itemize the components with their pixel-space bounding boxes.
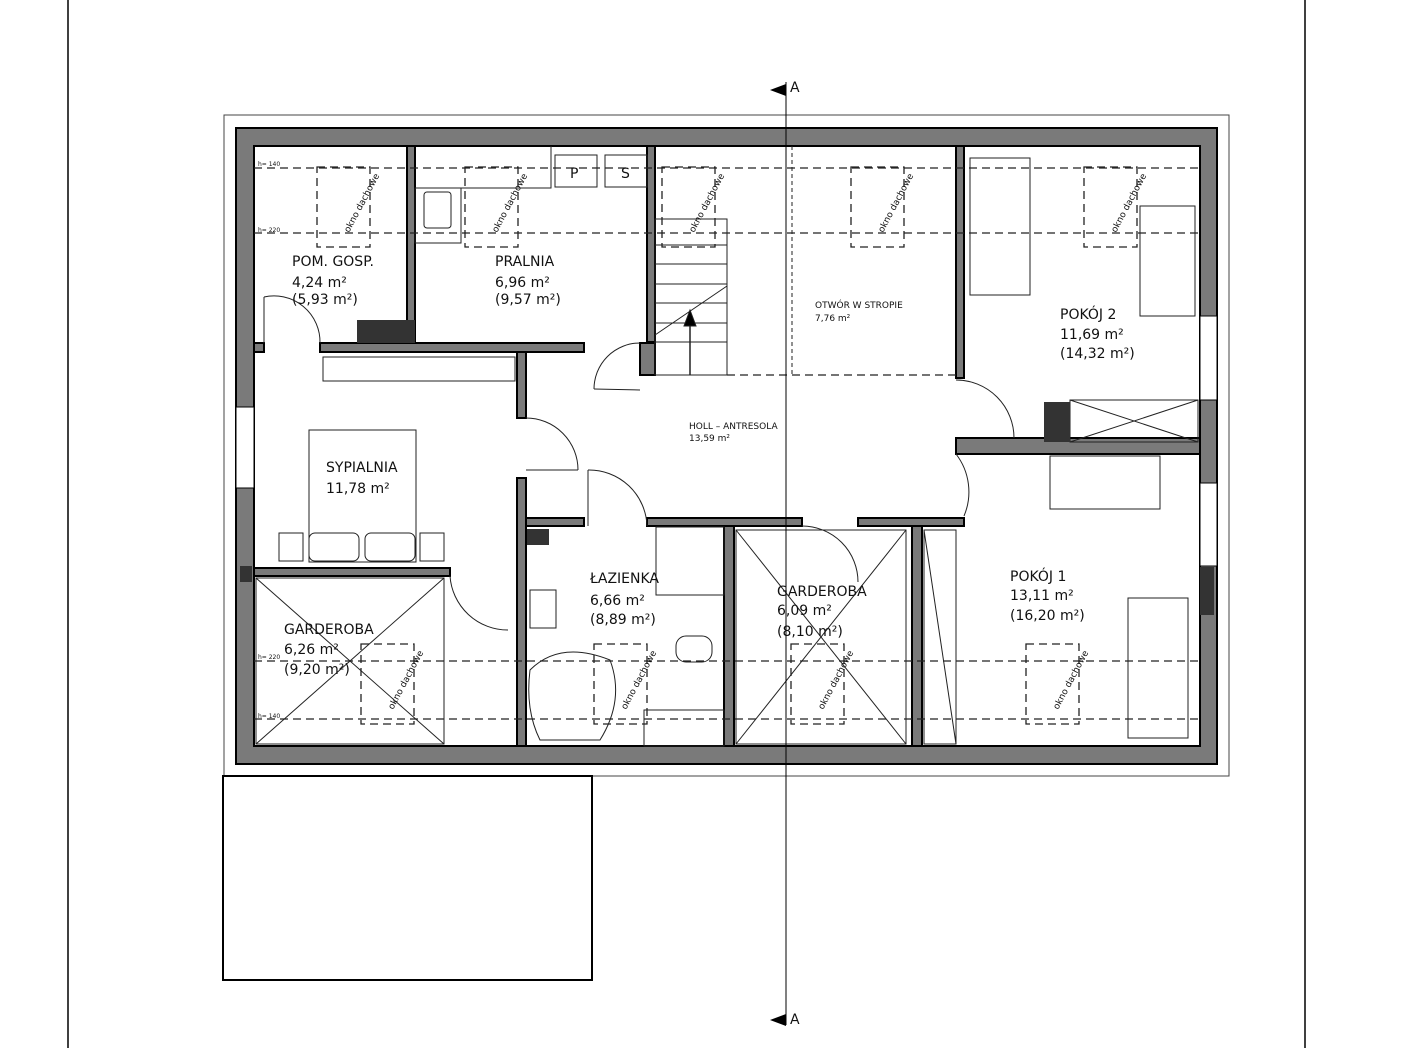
outer-walls bbox=[235, 127, 1218, 765]
room-lazienka: ŁAZIENKA 6,66 m² (8,89 m²) bbox=[589, 571, 659, 628]
skylight-label: okno dachowe bbox=[688, 172, 728, 235]
dryer-label: S bbox=[621, 166, 630, 182]
height-mark-220: h= 220 bbox=[258, 227, 280, 234]
height-mark-220: h= 220 bbox=[258, 654, 280, 661]
skylight-label: okno dachowe bbox=[620, 649, 660, 712]
svg-text:POKÓJ 1: POKÓJ 1 bbox=[1010, 567, 1066, 585]
svg-text:SYPIALNIA: SYPIALNIA bbox=[326, 460, 398, 476]
svg-text:6,96 m²: 6,96 m² bbox=[495, 275, 550, 291]
room-holl-antresola: HOLL – ANTRESOLA 13,59 m² bbox=[689, 422, 778, 444]
svg-text:11,69 m²: 11,69 m² bbox=[1060, 327, 1124, 343]
skylight-label: okno dachowe bbox=[1052, 649, 1092, 712]
svg-text:13,59 m²: 13,59 m² bbox=[689, 434, 730, 444]
svg-text:(8,10 m²): (8,10 m²) bbox=[777, 624, 843, 640]
section-arrow-top bbox=[770, 84, 786, 96]
room-garderoba-left: GARDEROBA 6,26 m² (9,20 m²) bbox=[284, 622, 374, 678]
svg-text:(9,20 m²): (9,20 m²) bbox=[284, 662, 350, 678]
svg-text:13,11 m²: 13,11 m² bbox=[1010, 588, 1074, 604]
roof-outline bbox=[223, 114, 1230, 777]
svg-text:HOLL – ANTRESOLA: HOLL – ANTRESOLA bbox=[689, 422, 778, 432]
boiler-icons bbox=[240, 320, 1214, 615]
svg-text:GARDEROBA: GARDEROBA bbox=[284, 622, 374, 638]
window-right-1 bbox=[1199, 315, 1218, 401]
lower-block-outline bbox=[222, 775, 593, 981]
svg-text:POKÓJ 2: POKÓJ 2 bbox=[1060, 305, 1116, 323]
staircase bbox=[654, 146, 793, 376]
window-left bbox=[235, 406, 255, 489]
roof-height-lines bbox=[254, 167, 1200, 720]
washer-label: P bbox=[570, 166, 578, 182]
height-mark-140: h= 140 bbox=[258, 161, 280, 168]
svg-text:6,26 m²: 6,26 m² bbox=[284, 642, 339, 658]
room-pom-gosp: POM. GOSP. 4,24 m²(5,93 m²) bbox=[292, 254, 374, 308]
svg-text:4,24 m²: 4,24 m² bbox=[292, 275, 347, 291]
section-arrow-bottom bbox=[770, 1014, 786, 1026]
section-marker: A bbox=[790, 1012, 800, 1028]
svg-text:6,66 m²: 6,66 m² bbox=[590, 593, 645, 609]
window-right-2 bbox=[1199, 482, 1218, 567]
height-mark-140: h= 140 bbox=[258, 713, 280, 720]
skylight-label: okno dachowe bbox=[1110, 172, 1150, 235]
room-otwor-w-stropie: OTWÓR W STROPIE 7,76 m² bbox=[815, 299, 903, 324]
skylight-label: okno dachowe bbox=[387, 649, 427, 712]
doors bbox=[263, 295, 1015, 631]
svg-text:PRALNIA: PRALNIA bbox=[495, 254, 555, 270]
room-pokoj-2: POKÓJ 2 11,69 m² (14,32 m²) bbox=[1060, 305, 1135, 362]
skylight-label: okno dachowe bbox=[817, 649, 857, 712]
svg-text:(14,32 m²): (14,32 m²) bbox=[1060, 346, 1135, 362]
skylight-label: okno dachowe bbox=[877, 172, 917, 235]
svg-text:7,76 m²: 7,76 m² bbox=[815, 314, 851, 324]
svg-text:(9,57 m²): (9,57 m²) bbox=[495, 292, 561, 308]
svg-text:(5,93 m²): (5,93 m²) bbox=[292, 292, 358, 308]
svg-text:6,09 m²: 6,09 m² bbox=[777, 603, 832, 619]
room-pokoj-1: POKÓJ 1 13,11 m² (16,20 m²) bbox=[1010, 567, 1085, 624]
svg-text:POM. GOSP.: POM. GOSP. bbox=[292, 254, 374, 270]
section-marker: A bbox=[790, 80, 800, 96]
partition-walls bbox=[253, 145, 1201, 747]
svg-text:11,78 m²: 11,78 m² bbox=[326, 481, 390, 497]
svg-text:(8,89 m²): (8,89 m²) bbox=[590, 612, 656, 628]
room-garderoba-middle: GARDEROBA 6,09 m² (8,10 m²) bbox=[777, 584, 867, 640]
svg-text:ŁAZIENKA: ŁAZIENKA bbox=[589, 571, 659, 587]
skylight-label: okno dachowe bbox=[491, 172, 531, 235]
svg-text:GARDEROBA: GARDEROBA bbox=[777, 584, 867, 600]
svg-text:(16,20 m²): (16,20 m²) bbox=[1010, 608, 1085, 624]
svg-text:OTWÓR W STROPIE: OTWÓR W STROPIE bbox=[815, 299, 903, 311]
skylight-label: okno dachowe bbox=[343, 172, 383, 235]
room-sypialnia: SYPIALNIA 11,78 m² bbox=[326, 460, 398, 497]
room-pralnia: PRALNIA 6,96 m²(9,57 m²) bbox=[495, 254, 561, 308]
